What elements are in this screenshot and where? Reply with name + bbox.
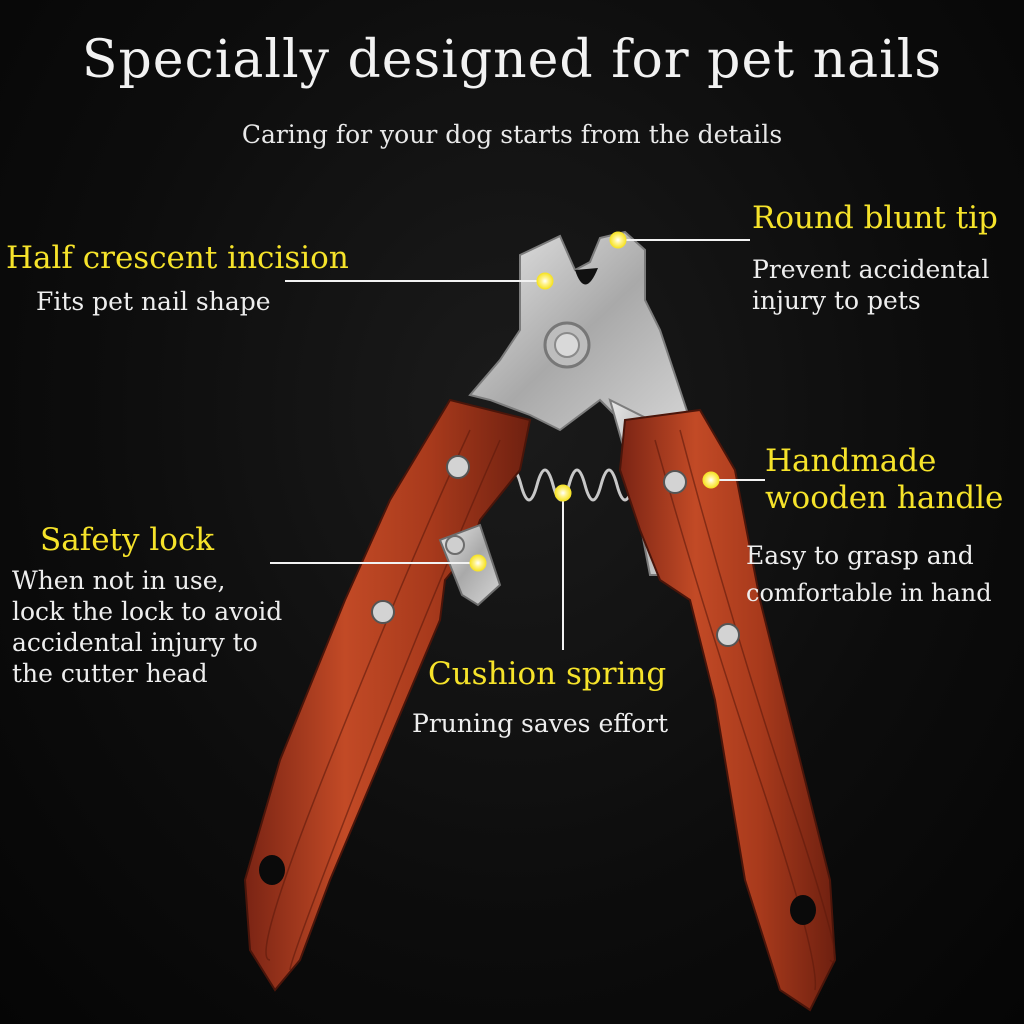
safety-lock-desc-line-2: lock the lock to avoid bbox=[12, 597, 283, 626]
half-crescent-title: Half crescent incision bbox=[6, 240, 349, 276]
round-tip-desc-line-1: Prevent accidental bbox=[752, 255, 990, 284]
page-subtitle: Caring for your dog starts from the deta… bbox=[241, 120, 783, 149]
round-tip-marker bbox=[609, 231, 627, 249]
page-title: Specially designed for pet nails bbox=[81, 30, 943, 90]
right-wooden-handle bbox=[618, 408, 837, 1012]
right-hang-hole bbox=[790, 895, 816, 925]
left-wooden-handle bbox=[243, 398, 532, 992]
handle-screws bbox=[371, 455, 740, 647]
safety-lock-desc-line-4: the cutter head bbox=[12, 659, 208, 688]
handle-title-line-1: Handmade bbox=[765, 443, 937, 479]
round-tip-desc-line-2: injury to pets bbox=[752, 286, 921, 315]
safety-lock-title: Safety lock bbox=[40, 522, 215, 558]
spring-desc: Pruning saves effort bbox=[412, 709, 669, 738]
callout-lines bbox=[270, 239, 765, 650]
handle-marker bbox=[702, 471, 720, 489]
handle-desc-line-2: comfortable in hand bbox=[746, 579, 992, 607]
handle-desc-line-1: Easy to grasp and bbox=[746, 541, 974, 570]
spring-title: Cushion spring bbox=[428, 656, 667, 692]
cushion-spring bbox=[503, 468, 635, 502]
left-hang-hole bbox=[259, 855, 285, 885]
half-crescent-desc: Fits pet nail shape bbox=[36, 287, 271, 316]
half-crescent-marker bbox=[536, 272, 554, 290]
round-tip-title: Round blunt tip bbox=[752, 200, 998, 236]
safety-lock-marker bbox=[469, 554, 487, 572]
spring-marker bbox=[554, 484, 572, 502]
safety-lock-desc-line-1: When not in use, bbox=[12, 566, 226, 595]
safety-lock-desc-line-3: accidental injury to bbox=[12, 628, 258, 657]
handle-title-line-2: wooden handle bbox=[765, 480, 1004, 516]
